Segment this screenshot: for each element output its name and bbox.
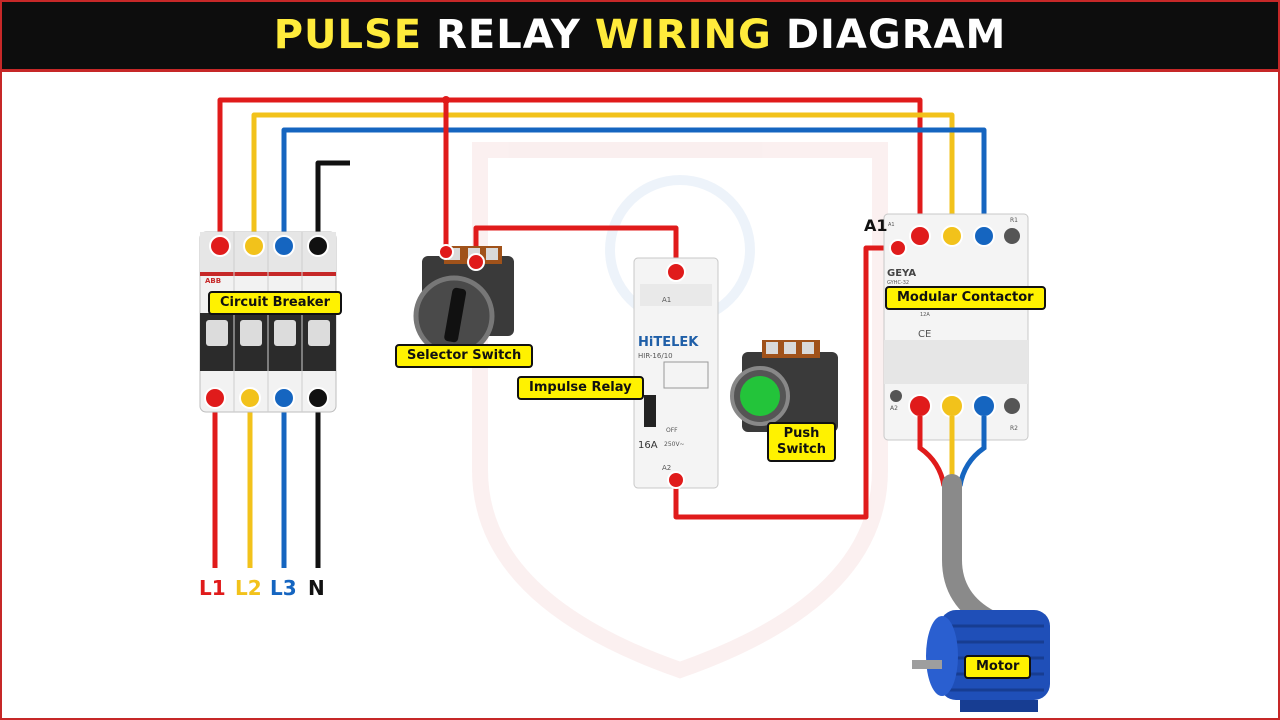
contactor-a2: A2 (890, 405, 898, 412)
relay-brand: HiTELEK (638, 335, 699, 350)
relay-a1: A1 (662, 296, 671, 304)
contactor-ce: CE (918, 329, 931, 340)
push-switch-label-line1: Push (783, 426, 820, 441)
push-switch-label-line2: Switch (777, 442, 827, 457)
relay-voltage: 250V~ (664, 441, 685, 448)
push-switch (730, 340, 838, 432)
title-word-wiring: WIRING (594, 11, 772, 58)
incoming-wires (212, 398, 321, 568)
wire-relay-to-contactor (673, 245, 898, 520)
line-label-l1: L1 (199, 576, 226, 600)
selector-switch (413, 244, 514, 357)
title-word-diagram: DIAGRAM (785, 11, 1007, 58)
contactor-r2: R2 (1010, 425, 1018, 432)
impulse-relay: HiTELEK HIR-16/10 A1 OFF 16A 250V~ A2 (633, 257, 719, 489)
motor-label: Motor (964, 655, 1032, 679)
modular-contactor-label: Modular Contactor (885, 286, 1046, 310)
relay-model: HIR-16/10 (638, 352, 673, 360)
cb-brand: ABB (205, 277, 221, 285)
contactor-r1: R1 (1010, 217, 1018, 224)
contactor-a1: A1 (888, 222, 895, 228)
relay-a2: A2 (662, 464, 671, 472)
title-word-pulse: PULSE (273, 11, 423, 58)
impulse-relay-label: Impulse Relay (517, 376, 644, 400)
selector-switch-label: Selector Switch (395, 344, 534, 368)
title-bar: PULSE RELAY WIRING DIAGRAM (0, 0, 1280, 72)
modular-contactor: GEYA GYHC-32 12A CE A1 R1 A2 R2 (883, 213, 1029, 441)
line-label-l2: L2 (235, 576, 262, 600)
line-label-l3: L3 (270, 576, 297, 600)
contactor-rating: 12A (920, 312, 930, 318)
wire-l3-top (281, 127, 987, 246)
wire-selector-to-relay (473, 225, 679, 270)
contactor-brand: GEYA (887, 268, 916, 279)
circuit-breaker-label: Circuit Breaker (208, 291, 342, 315)
contactor-model: GYHC-32 (887, 280, 909, 286)
title-word-relay: RELAY (436, 11, 581, 58)
wire-l1-top (217, 97, 923, 246)
push-switch-label: Push Switch (767, 422, 837, 462)
relay-off: OFF (666, 427, 678, 434)
supply-wires (217, 97, 987, 520)
circuit-breaker: ABB (199, 231, 337, 413)
motor-cable (917, 416, 1000, 630)
a1-terminal-label: A1 (864, 216, 888, 235)
line-label-n: N (308, 576, 325, 600)
wire-n-top (315, 160, 350, 246)
relay-rating: 16A (638, 440, 658, 451)
wire-l2-top (251, 112, 955, 246)
